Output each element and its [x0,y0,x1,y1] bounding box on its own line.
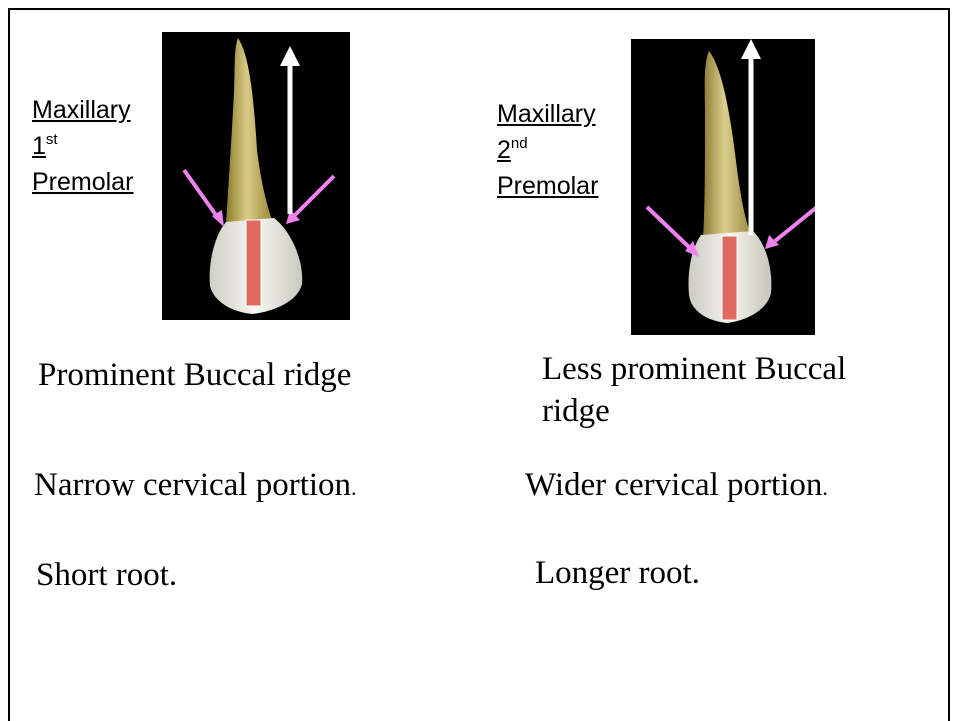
feature-cervical-right-text: Wider cervical portion [525,467,822,503]
feature-ridge-right-line-1: Less prominent Buccal [542,348,846,390]
tooth-photo-second-premolar [631,39,815,335]
feature-cervical-right: Wider cervical portion. [525,464,828,509]
buccal-ridge-highlight-bar [246,220,261,306]
magenta-arrow-right [286,176,334,224]
magenta-arrow-left [184,170,224,227]
feature-cervical-left-text: Narrow cervical portion [34,467,351,503]
feature-ridge-right: Less prominent Buccal ridge [542,348,846,432]
feature-cervical-left-period: . [351,475,357,500]
label-maxillary-1st-premolar: Maxillary 1st Premolar [32,92,133,200]
label-ordinal-suffix: nd [511,135,528,152]
feature-ridge-left: Prominent Buccal ridge [38,354,351,396]
label-line-3: Premolar [497,172,598,200]
feature-root-right: Longer root. [535,552,700,594]
buccal-ridge-highlight-bar [722,236,737,320]
label-maxillary-2nd-premolar: Maxillary 2nd Premolar [497,96,598,204]
feature-cervical-right-period: . [822,475,828,500]
label-number: 1 [32,132,46,160]
white-length-arrow [741,39,761,235]
label-line-1: Maxillary [497,100,596,128]
white-length-arrow [280,46,300,214]
feature-ridge-right-line-2: ridge [542,390,846,432]
tooth-photo-first-premolar [162,32,350,320]
magenta-arrow-left [647,207,699,257]
label-number: 2 [497,136,511,164]
label-line-1: Maxillary [32,96,131,124]
label-line-3: Premolar [32,168,133,196]
magenta-arrow-right [765,207,815,249]
feature-root-left: Short root. [36,554,177,596]
label-ordinal-suffix: st [46,131,58,148]
feature-cervical-left: Narrow cervical portion. [34,464,357,509]
